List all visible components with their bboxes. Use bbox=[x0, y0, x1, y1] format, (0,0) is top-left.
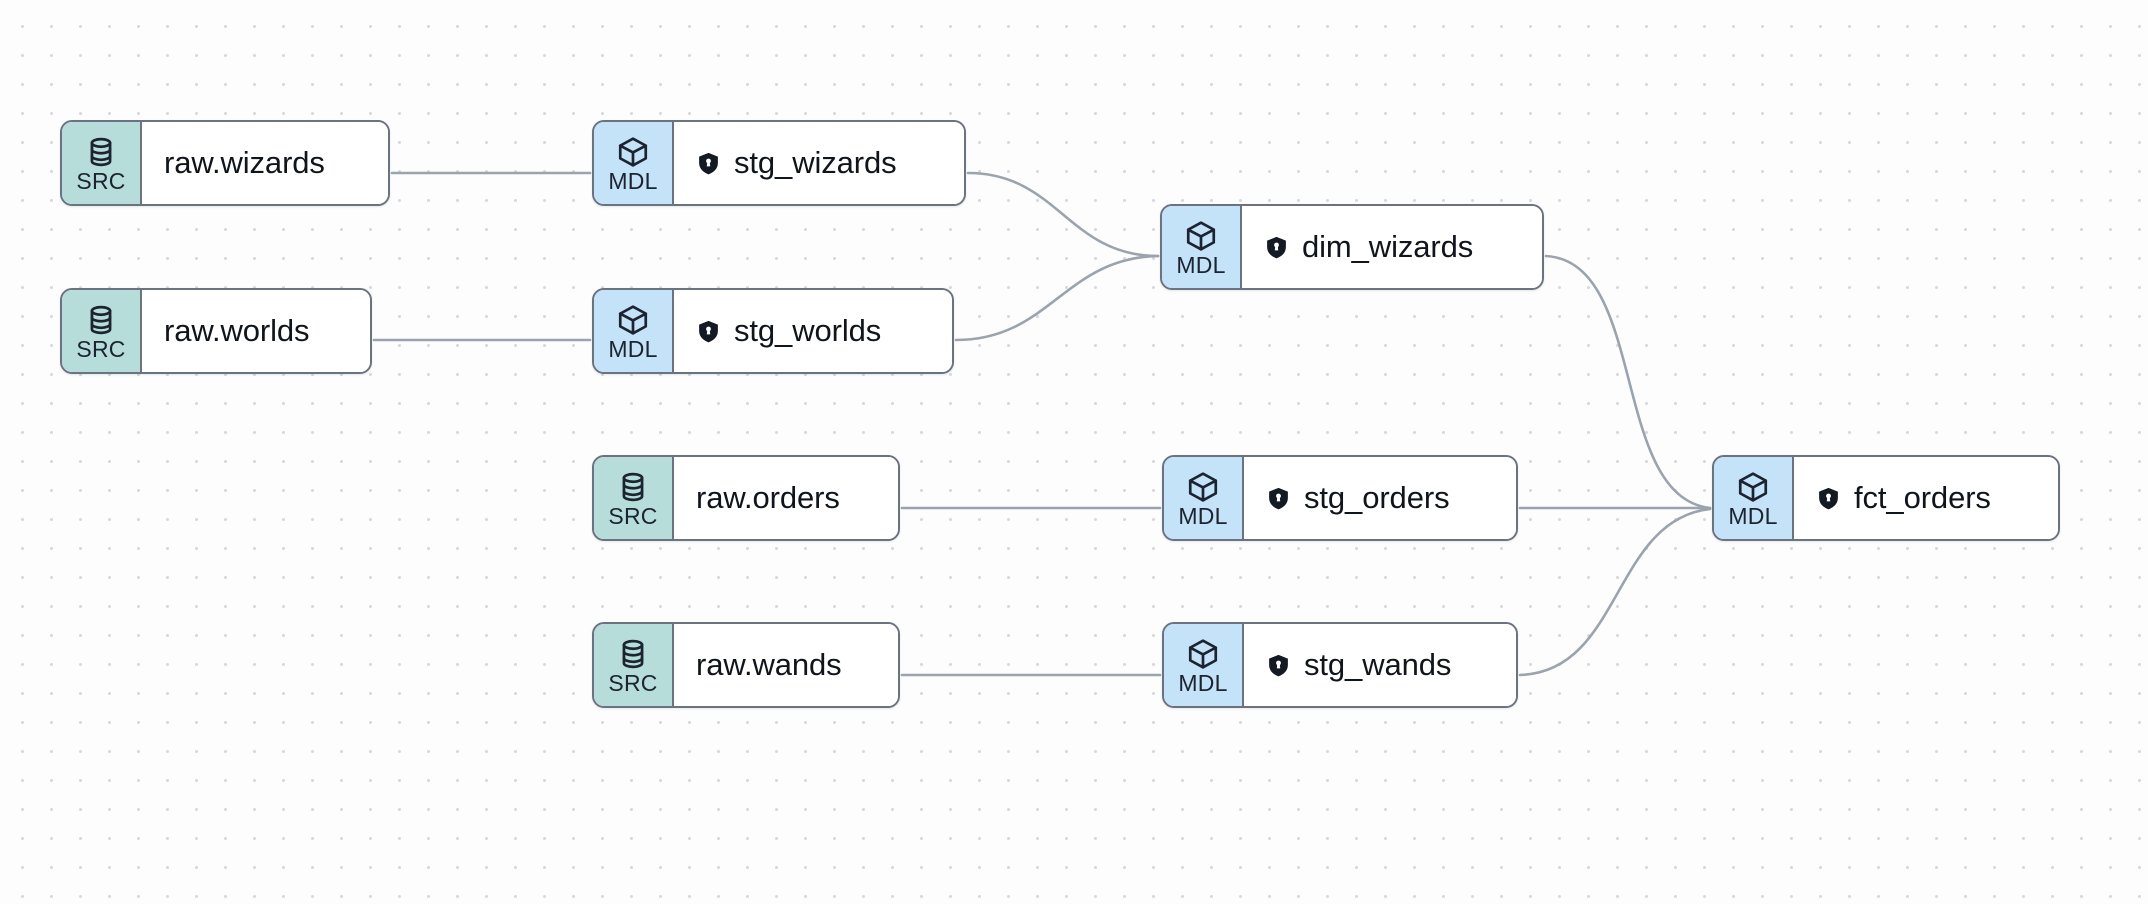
node-raw_orders[interactable]: SRC raw.orders bbox=[592, 455, 900, 541]
node-body-fct_orders: fct_orders bbox=[1794, 457, 2058, 539]
shield-lock-icon bbox=[696, 319, 721, 344]
node-type-label: SRC bbox=[76, 168, 126, 194]
database-icon bbox=[84, 135, 118, 169]
node-stg_wands[interactable]: MDL stg_wands bbox=[1162, 622, 1518, 708]
node-fct_orders[interactable]: MDL fct_orders bbox=[1712, 455, 2060, 541]
node-dim_wizards[interactable]: MDL dim_wizards bbox=[1160, 204, 1544, 290]
database-icon bbox=[616, 637, 650, 671]
node-type-label: SRC bbox=[608, 670, 658, 696]
node-type-badge-stg_orders: MDL bbox=[1164, 457, 1244, 539]
edge-dim_wizards-to-fct_orders[interactable] bbox=[1544, 254, 1712, 510]
node-body-raw_wands: raw.wands bbox=[674, 624, 898, 706]
node-stg_orders[interactable]: MDL stg_orders bbox=[1162, 455, 1518, 541]
node-label: raw.orders bbox=[696, 480, 840, 515]
node-type-badge-raw_worlds: SRC bbox=[62, 290, 142, 372]
node-type-badge-stg_wands: MDL bbox=[1164, 624, 1244, 706]
node-type-label: MDL bbox=[608, 336, 658, 362]
cube-icon bbox=[616, 135, 650, 169]
node-body-stg_wizards: stg_wizards bbox=[674, 122, 964, 204]
shield-lock-icon bbox=[696, 151, 721, 176]
node-label: stg_wands bbox=[1304, 647, 1452, 682]
node-body-dim_wizards: dim_wizards bbox=[1242, 206, 1542, 288]
edge-stg_worlds-to-dim_wizards[interactable] bbox=[954, 254, 1160, 342]
node-body-raw_worlds: raw.worlds bbox=[142, 290, 370, 372]
cube-icon bbox=[1184, 219, 1218, 253]
node-label: fct_orders bbox=[1854, 480, 1991, 515]
cube-icon bbox=[1186, 637, 1220, 671]
node-label: stg_wizards bbox=[734, 145, 897, 180]
shield-lock-icon bbox=[1264, 235, 1289, 260]
node-label: stg_orders bbox=[1304, 480, 1450, 515]
node-raw_worlds[interactable]: SRC raw.worlds bbox=[60, 288, 372, 374]
database-icon bbox=[84, 303, 118, 337]
shield-lock-icon bbox=[1816, 486, 1841, 511]
node-label: raw.wizards bbox=[164, 145, 325, 180]
node-stg_wizards[interactable]: MDL stg_wizards bbox=[592, 120, 966, 206]
node-type-badge-stg_wizards: MDL bbox=[594, 122, 674, 204]
node-label: raw.worlds bbox=[164, 313, 310, 348]
node-type-badge-dim_wizards: MDL bbox=[1162, 206, 1242, 288]
node-raw_wizards[interactable]: SRC raw.wizards bbox=[60, 120, 390, 206]
node-body-stg_worlds: stg_worlds bbox=[674, 290, 952, 372]
cube-icon bbox=[616, 303, 650, 337]
edge-stg_wands-to-fct_orders[interactable] bbox=[1518, 507, 1712, 677]
shield-lock-icon bbox=[1266, 653, 1291, 678]
node-type-label: SRC bbox=[608, 503, 658, 529]
node-type-badge-stg_worlds: MDL bbox=[594, 290, 674, 372]
node-raw_wands[interactable]: SRC raw.wands bbox=[592, 622, 900, 708]
node-body-raw_orders: raw.orders bbox=[674, 457, 898, 539]
node-type-badge-raw_wands: SRC bbox=[594, 624, 674, 706]
node-type-label: SRC bbox=[76, 336, 126, 362]
node-type-badge-raw_orders: SRC bbox=[594, 457, 674, 539]
node-label: stg_worlds bbox=[734, 313, 882, 348]
database-icon bbox=[616, 470, 650, 504]
node-type-badge-fct_orders: MDL bbox=[1714, 457, 1794, 539]
node-body-stg_wands: stg_wands bbox=[1244, 624, 1516, 706]
shield-lock-icon bbox=[1266, 486, 1291, 511]
node-type-label: MDL bbox=[1178, 503, 1228, 529]
node-type-label: MDL bbox=[1728, 503, 1778, 529]
node-stg_worlds[interactable]: MDL stg_worlds bbox=[592, 288, 954, 374]
node-body-raw_wizards: raw.wizards bbox=[142, 122, 388, 204]
cube-icon bbox=[1186, 470, 1220, 504]
node-type-label: MDL bbox=[1176, 252, 1226, 278]
node-label: raw.wands bbox=[696, 647, 842, 682]
node-label: dim_wizards bbox=[1302, 229, 1474, 264]
node-type-label: MDL bbox=[608, 168, 658, 194]
node-type-badge-raw_wizards: SRC bbox=[62, 122, 142, 204]
node-body-stg_orders: stg_orders bbox=[1244, 457, 1516, 539]
cube-icon bbox=[1736, 470, 1770, 504]
node-type-label: MDL bbox=[1178, 670, 1228, 696]
edge-stg_wizards-to-dim_wizards[interactable] bbox=[966, 171, 1160, 258]
